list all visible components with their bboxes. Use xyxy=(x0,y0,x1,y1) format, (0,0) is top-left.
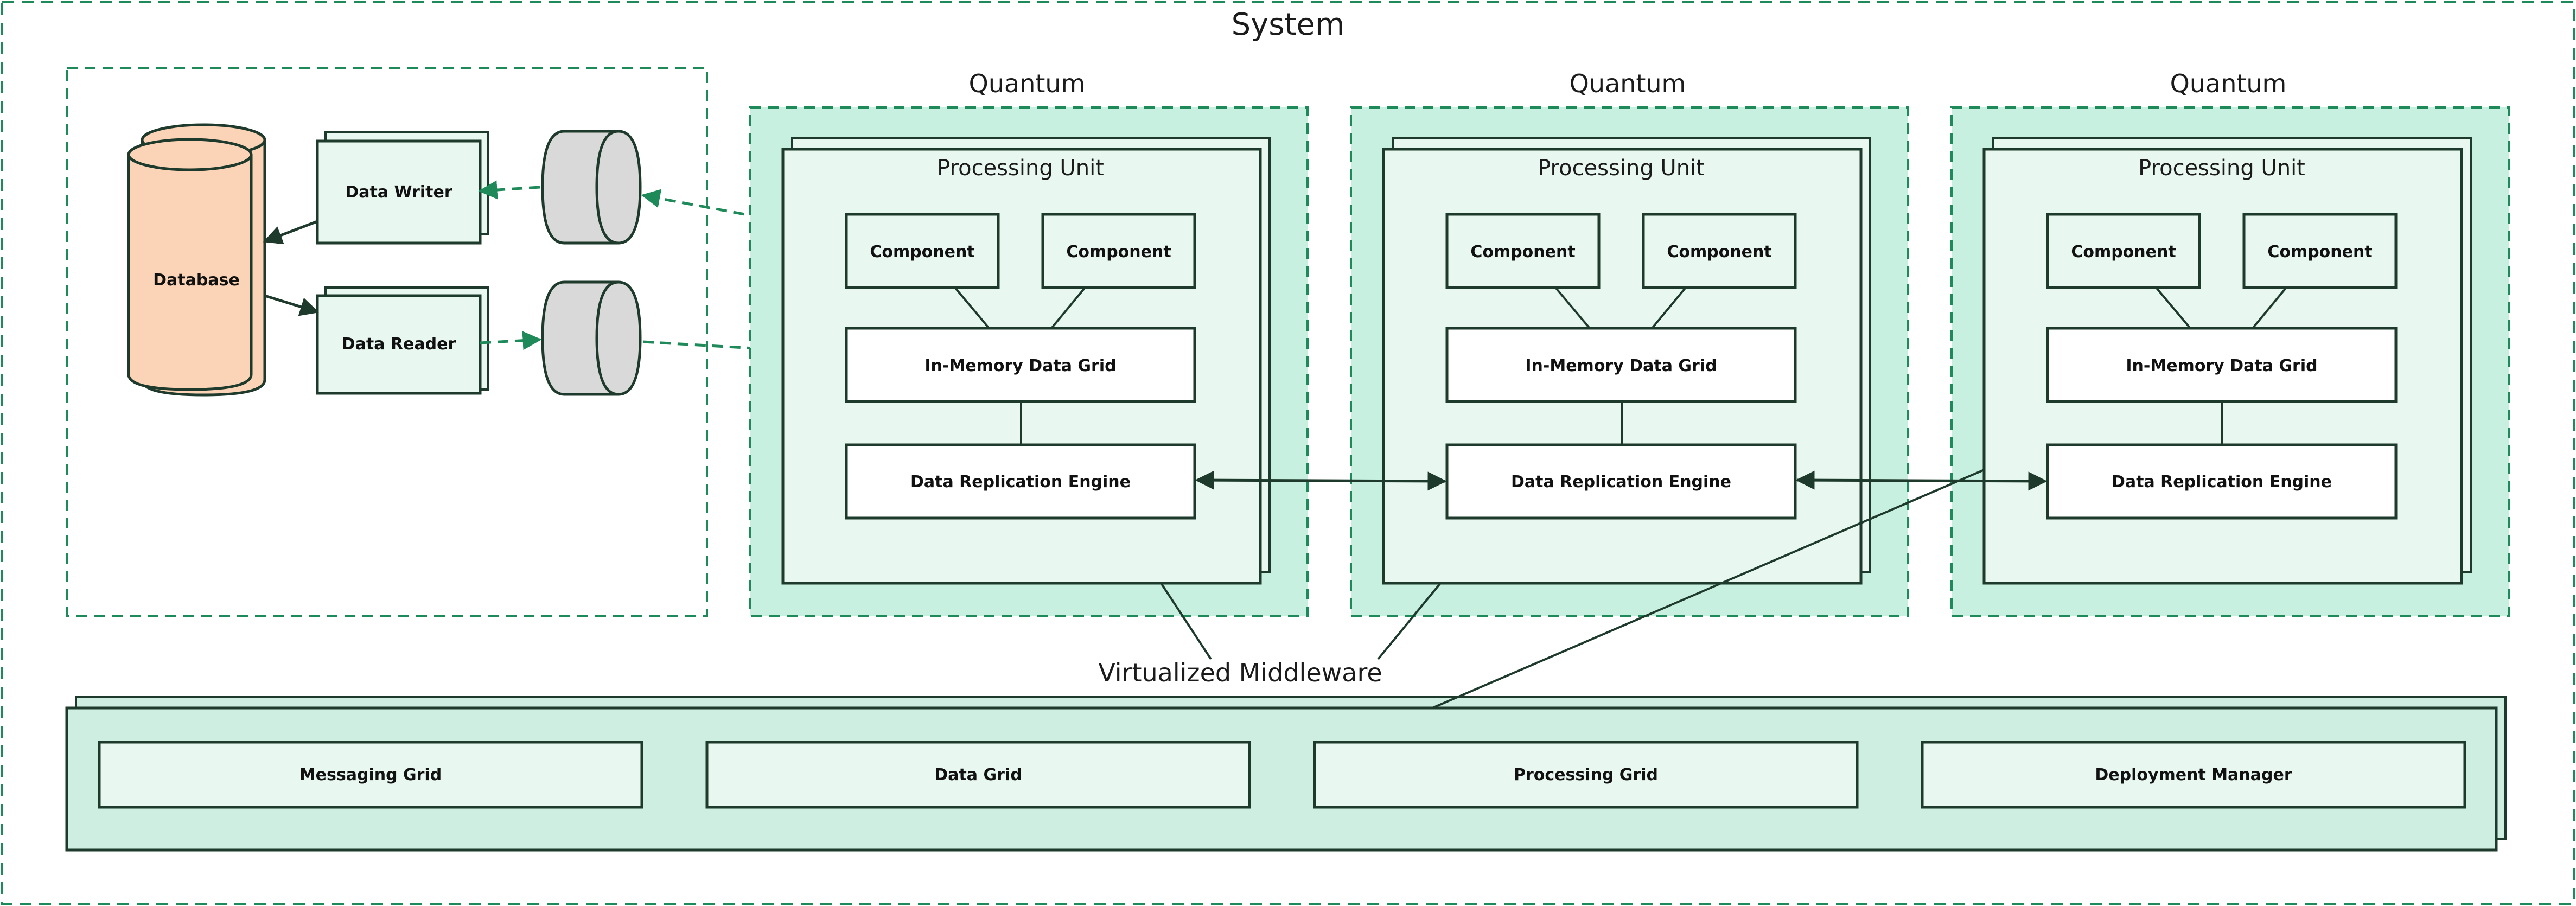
writer-queue xyxy=(541,130,642,245)
database-label: Database xyxy=(153,271,240,290)
reader-queue xyxy=(541,280,642,396)
component-label: Component xyxy=(2071,243,2176,261)
processing-grid-label: Processing Grid xyxy=(1514,765,1658,784)
replication-engine-box xyxy=(1445,443,1797,520)
data-pump-group xyxy=(66,67,708,617)
quantum-title: Quantum xyxy=(969,69,1086,98)
component-box xyxy=(1642,213,1797,289)
connector-quantum-1-middleware xyxy=(1160,582,1212,660)
processing-unit-title: Processing Unit xyxy=(1538,156,1705,181)
deployment-manager-label: Deployment Manager xyxy=(2095,765,2292,784)
connector-quantum-3-middleware xyxy=(1432,469,1985,709)
messaging-grid-box xyxy=(98,741,643,809)
component-label: Component xyxy=(870,243,974,261)
component-box xyxy=(2242,213,2398,289)
data-grid-box xyxy=(2046,327,2398,403)
quantum-title: Quantum xyxy=(1570,69,1686,98)
data-grid-box xyxy=(1445,327,1797,403)
component-label: Component xyxy=(1470,243,1575,261)
replication-engine-box xyxy=(2046,443,2398,520)
processing-unit-title: Processing Unit xyxy=(2138,156,2305,181)
quantum-1: Quantum Processing Unit Component Compon… xyxy=(749,69,1309,617)
component-label: Component xyxy=(2267,243,2372,261)
arrow-writer-to-database xyxy=(263,220,318,245)
processing-unit-title: Processing Unit xyxy=(937,156,1104,181)
system-title: System xyxy=(1232,7,1345,42)
replication-engine-label: Data Replication Engine xyxy=(1511,473,1731,492)
arrow-queue-to-writer xyxy=(478,180,540,200)
data-grid-label: In-Memory Data Grid xyxy=(924,356,1116,375)
database: Database xyxy=(127,123,266,397)
data-reader-label: Data Reader xyxy=(342,335,456,354)
messaging-grid-label: Messaging Grid xyxy=(299,765,442,784)
replication-arrow-1-2 xyxy=(1195,470,1447,491)
replication-engine-box xyxy=(845,443,1196,520)
component-label: Component xyxy=(1667,243,1771,261)
component-box xyxy=(2046,213,2201,289)
replication-arrow-2-3 xyxy=(1795,470,2048,491)
data-grid-label: In-Memory Data Grid xyxy=(1525,356,1717,375)
data-grid-box xyxy=(845,327,1196,403)
replication-engine-label: Data Replication Engine xyxy=(2112,473,2332,492)
component-box xyxy=(845,213,1000,289)
virtualized-middleware: Virtualized Middleware Messaging Grid Da… xyxy=(65,658,2507,852)
middleware-title: Virtualized Middleware xyxy=(1098,658,1382,687)
component-box xyxy=(1445,213,1601,289)
quantum-3: Quantum Processing Unit Component Compon… xyxy=(1950,69,2510,617)
quantum-title: Quantum xyxy=(2170,69,2287,98)
data-grid-service-box xyxy=(705,741,1251,809)
data-grid-service-label: Data Grid xyxy=(934,765,1022,784)
processing-grid-box xyxy=(1313,741,1859,809)
deployment-manager-box xyxy=(1921,741,2466,809)
component-label: Component xyxy=(1066,243,1171,261)
arrow-database-to-reader xyxy=(264,294,320,316)
connector-quantum-2-middleware xyxy=(1377,582,1442,660)
arrow-reader-to-queue xyxy=(480,331,542,350)
replication-engine-label: Data Replication Engine xyxy=(910,473,1131,492)
quantum-2: Quantum Processing Unit Component Compon… xyxy=(1350,69,1909,617)
data-writer: Data Writer xyxy=(316,131,489,245)
data-writer-label: Data Writer xyxy=(345,183,452,202)
data-reader: Data Reader xyxy=(316,286,489,395)
data-grid-label: In-Memory Data Grid xyxy=(2126,356,2317,375)
component-box xyxy=(1041,213,1196,289)
